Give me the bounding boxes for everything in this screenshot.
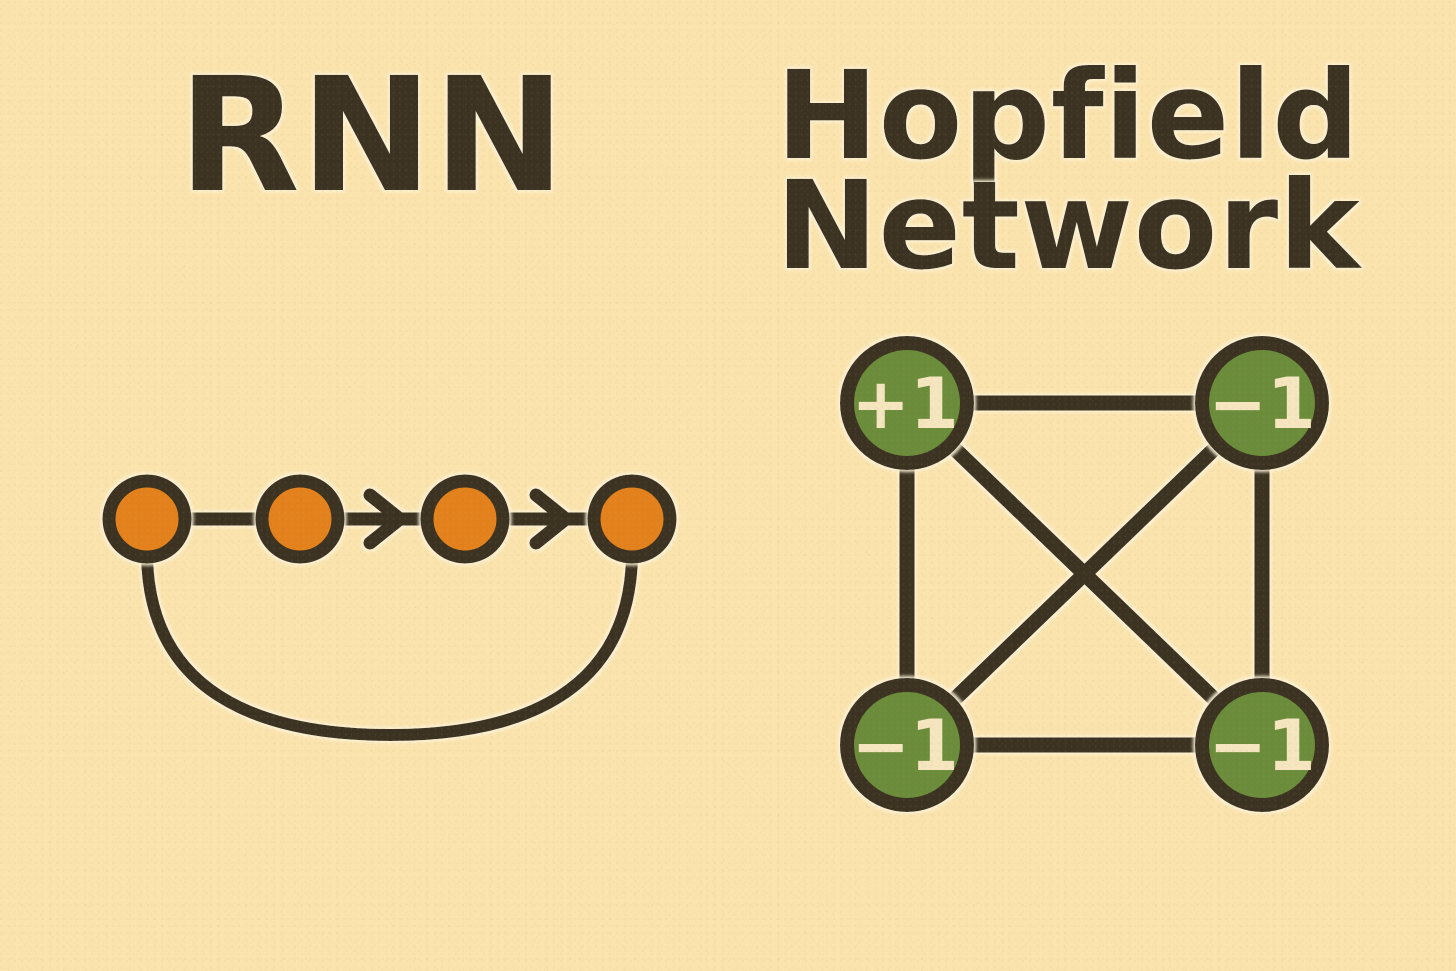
rnn-arrowhead-3-4 [529, 488, 573, 550]
rnn-node-2[interactable] [255, 474, 345, 564]
rnn-arrowhead-2-3 [363, 488, 407, 550]
hopfield-title-line2: Network [776, 155, 1363, 297]
hopfield-panel: Hopfield Network +1 −1 [776, 45, 1363, 812]
hopfield-label-bottom-right: −1 [1208, 705, 1315, 787]
hopfield-edges [899, 395, 1270, 753]
hopfield-node-top-right[interactable] [1195, 336, 1329, 470]
rnn-recurrent-arc [141, 551, 638, 741]
hopfield-node-bottom-right[interactable] [1195, 678, 1329, 812]
hopfield-label-top-right: −1 [1208, 363, 1315, 445]
hopfield-node-top-left[interactable] [840, 336, 974, 470]
rnn-node-4[interactable] [587, 474, 677, 564]
hopfield-node-labels: +1 −1 −1 −1 [851, 363, 1315, 787]
hopfield-title-line1: Hopfield [776, 45, 1360, 187]
rnn-node-1[interactable] [102, 474, 192, 564]
rnn-nodes [102, 474, 677, 564]
hopfield-edge-diagonal-tr-bl [899, 395, 1270, 753]
rnn-panel: RNN [102, 44, 677, 741]
rnn-edges [141, 488, 638, 741]
rnn-title: RNN [178, 44, 566, 228]
hopfield-node-bottom-left[interactable] [840, 678, 974, 812]
hopfield-label-bottom-left: −1 [851, 705, 958, 787]
rnn-node-3[interactable] [420, 474, 510, 564]
hopfield-label-top-left: +1 [851, 363, 958, 445]
hopfield-nodes [840, 336, 1329, 812]
